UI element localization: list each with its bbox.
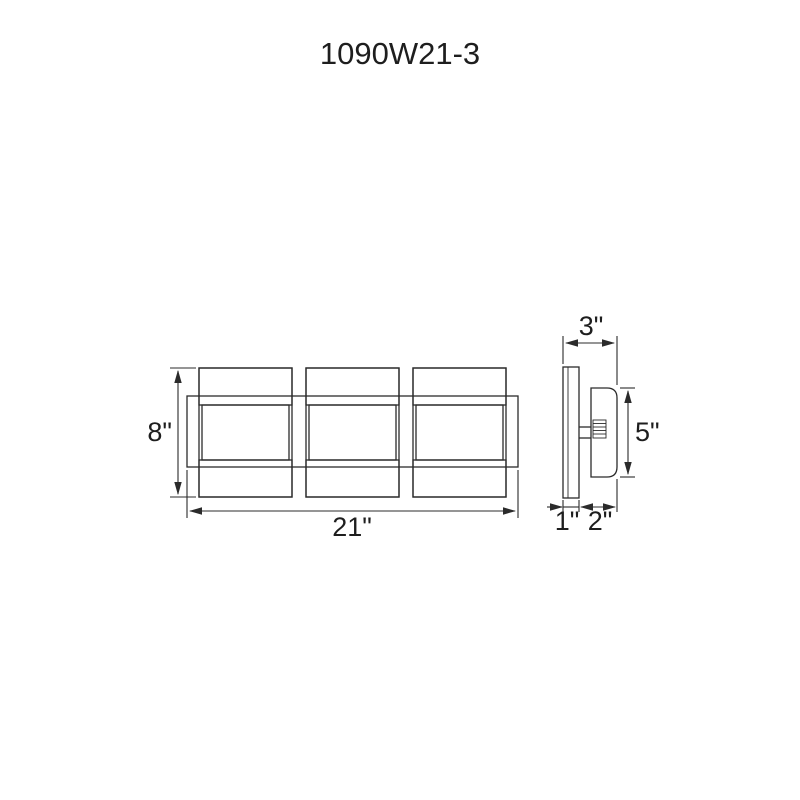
front-height-label: 8" xyxy=(147,417,172,447)
backplate-depth-label: 2" xyxy=(588,506,613,536)
front-shade-3 xyxy=(412,367,507,498)
dimension-front-width: 21" xyxy=(186,470,519,542)
front-view xyxy=(186,367,519,498)
side-terminal-block xyxy=(592,419,607,439)
dimension-side-depth: 3" xyxy=(562,311,618,385)
side-shade-profile xyxy=(562,366,580,499)
side-view xyxy=(562,366,618,499)
side-depth-label: 3" xyxy=(579,311,604,341)
front-shade-2 xyxy=(305,367,400,498)
front-width-label: 21" xyxy=(332,512,372,542)
drawing-title: 1090W21-3 xyxy=(320,36,480,71)
shade-depth-label: 1" xyxy=(555,506,580,536)
backplate-height-label: 5" xyxy=(635,417,660,447)
dimension-front-height: 8" xyxy=(147,367,196,498)
front-mounting-bar xyxy=(186,395,519,468)
front-shade-1 xyxy=(198,367,293,498)
dimension-bottom-depths: 1" 2" xyxy=(547,479,618,536)
dimension-backplate-height: 5" xyxy=(620,387,660,478)
